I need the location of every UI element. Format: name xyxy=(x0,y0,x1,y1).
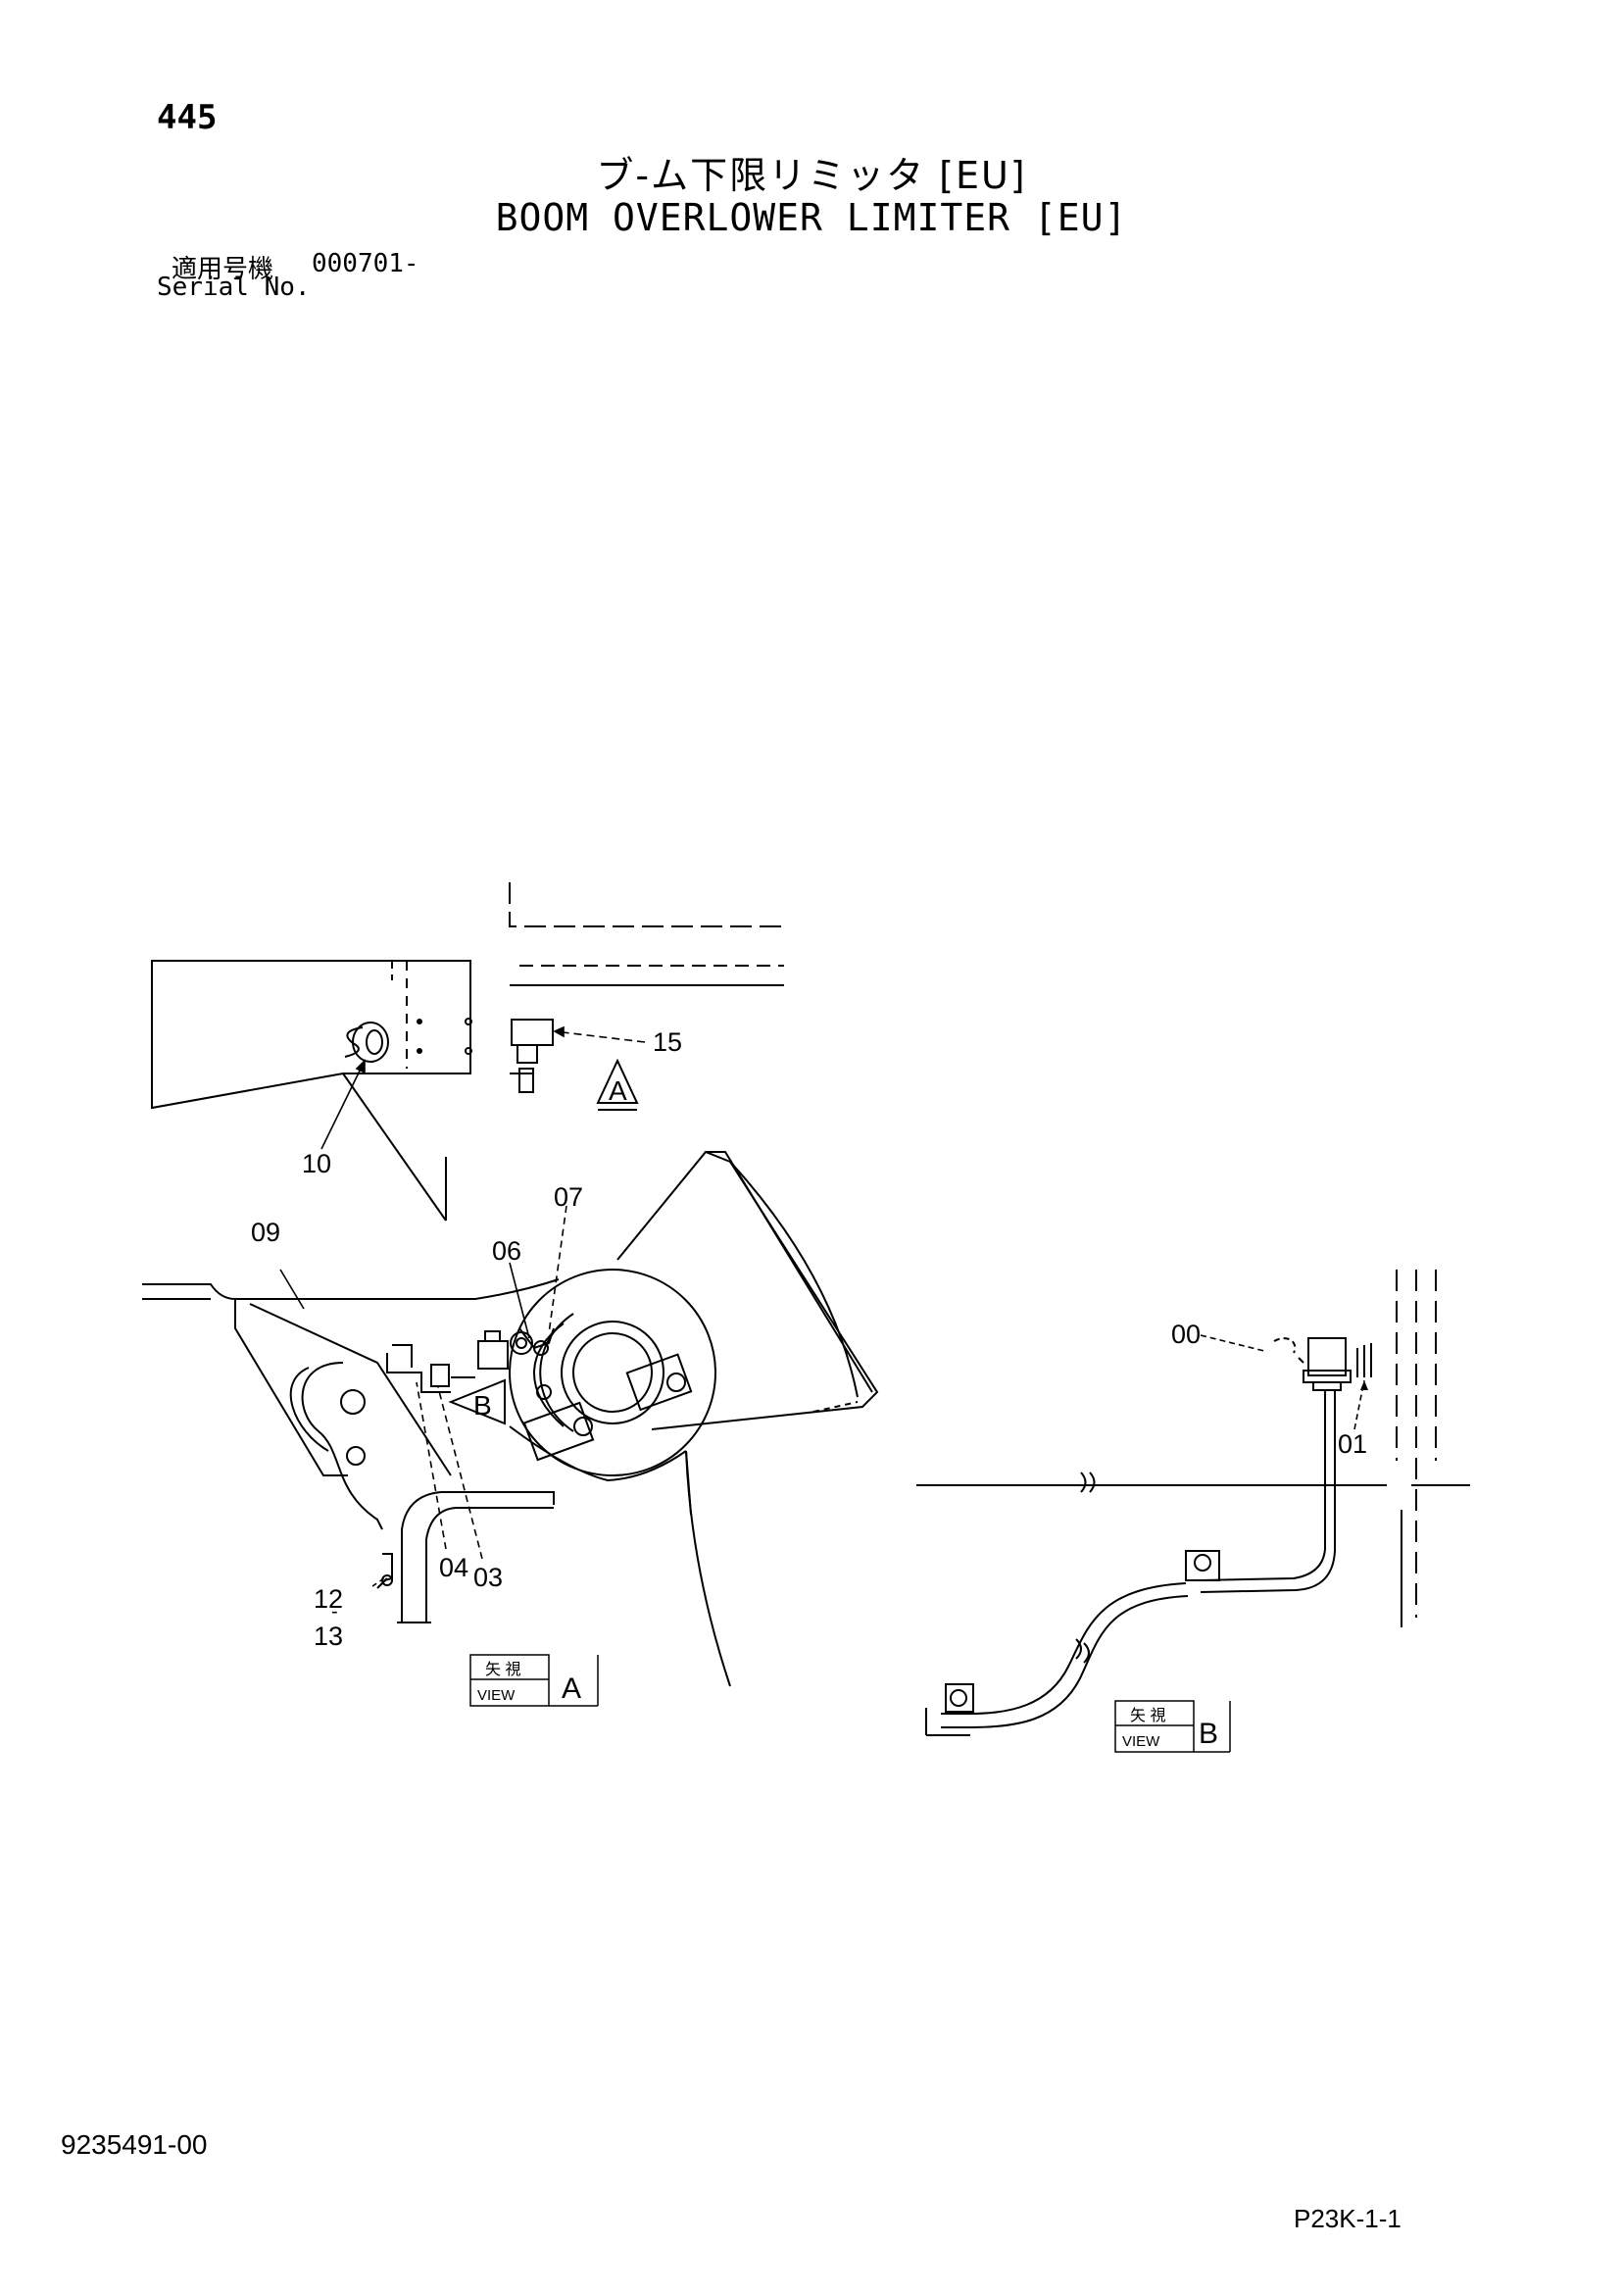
title-japanese: ブ-ム下限リミッタ [EU] xyxy=(596,154,1027,197)
view-b-arrow-marker xyxy=(448,1378,506,1425)
view-label-a xyxy=(469,1654,599,1707)
callout-12: 12 xyxy=(314,1584,343,1614)
callout-15: 15 xyxy=(653,1027,682,1057)
serial-label-japanese: 適用号機 xyxy=(172,255,274,284)
callout-01: 01 xyxy=(1338,1429,1367,1459)
view-a-label-letter: A xyxy=(562,1672,581,1705)
inset-view-a-detail xyxy=(151,882,784,1222)
callout-04: 04 xyxy=(439,1553,468,1582)
view-b-label-letter: B xyxy=(1199,1718,1218,1750)
view-a-label-en: VIEW xyxy=(477,1687,516,1704)
view-b-label-en: VIEW xyxy=(1122,1733,1160,1750)
callout-13: 13 xyxy=(314,1622,343,1651)
view-b-detail xyxy=(916,1270,1470,1736)
view-a-arrow-marker xyxy=(596,1058,639,1111)
leader-lines xyxy=(279,1025,646,1587)
callouts: 15 10 09 07 06 04 03 12 13 00 01 xyxy=(251,1027,1367,1651)
page-number: 445 xyxy=(157,98,218,137)
view-label-b xyxy=(1114,1700,1231,1753)
serial-number-value: 000701- xyxy=(312,249,419,278)
view-b-label-jp: 矢 視 xyxy=(1130,1707,1165,1724)
serial-label-english: Serial No. xyxy=(157,273,311,302)
view-b-arrow-letter: B xyxy=(473,1390,492,1421)
view-a-label-jp: 矢 視 xyxy=(485,1661,520,1678)
callout-09: 09 xyxy=(251,1218,280,1247)
callout-03: 03 xyxy=(473,1563,503,1592)
callout-00: 00 xyxy=(1171,1320,1201,1349)
page-code: P23K-1-1 xyxy=(1294,2204,1402,2233)
main-assembly xyxy=(142,1150,879,1687)
callout-06: 06 xyxy=(492,1236,521,1266)
view-a-arrow-letter: A xyxy=(609,1075,627,1106)
title-english: BOOM OVERLOWER LIMITER [EU] xyxy=(495,196,1128,239)
document-number: 9235491-00 xyxy=(61,2129,208,2160)
callout-10: 10 xyxy=(302,1149,331,1178)
callout-dash: - xyxy=(331,1601,338,1622)
callout-07: 07 xyxy=(554,1182,583,1212)
